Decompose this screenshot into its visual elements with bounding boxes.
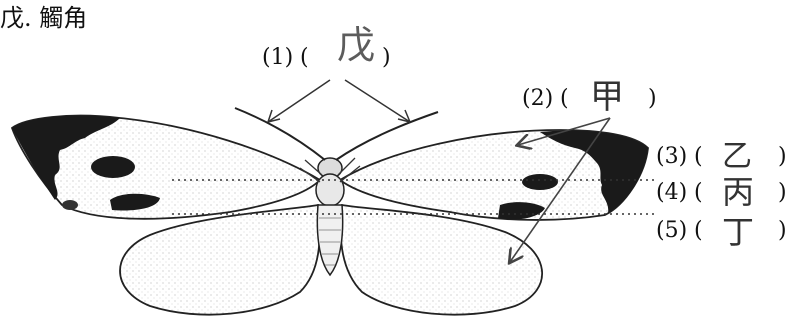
right-wing-tip-marking <box>540 130 648 213</box>
right-antenna <box>335 111 439 161</box>
label-5-number: (5) <box>656 218 687 243</box>
left-fore-wing <box>10 114 322 220</box>
left-antenna <box>234 107 326 161</box>
right-wing-spot-upper <box>522 174 558 190</box>
label-4-answer[interactable]: 丙 <box>722 173 754 211</box>
label-1-pointer <box>267 79 411 123</box>
label-1-arrowheads <box>267 109 411 123</box>
label-4-open-bracket: ( <box>694 180 703 205</box>
label-5-open-bracket: ( <box>694 218 703 243</box>
label-2-arrow-upper <box>518 117 611 145</box>
label-1-open-bracket: ( <box>300 45 309 70</box>
label-3: (3) ( 乙 ) <box>656 139 787 174</box>
label-3-number: (3) <box>656 144 687 169</box>
label-5-answer[interactable]: 丁 <box>722 213 754 251</box>
right-wing-spot-lower <box>498 202 545 220</box>
label-1-close-bracket: ) <box>382 45 391 70</box>
left-wing-spot-upper <box>91 156 135 178</box>
abdomen <box>316 204 344 277</box>
label-3-open-bracket: ( <box>694 144 703 169</box>
label-5-close-bracket: ) <box>778 218 787 243</box>
label-1-answer[interactable]: 戊 <box>337 23 375 67</box>
label-2-answer[interactable]: 甲 <box>590 77 624 117</box>
thorax <box>315 173 345 207</box>
label-2-open-bracket: ( <box>560 86 569 111</box>
left-hind-wing <box>119 203 321 316</box>
label-1-number: (1) <box>262 45 293 70</box>
left-wing-tip-marking <box>12 115 120 200</box>
label-4-number: (4) <box>656 180 687 205</box>
header-text: 戊. 觸角 <box>0 4 87 32</box>
left-wing-spot-small <box>62 200 78 210</box>
label-4-close-bracket: ) <box>778 180 787 205</box>
label-2-close-bracket: ) <box>648 86 657 111</box>
label-3-answer[interactable]: 乙 <box>722 139 752 174</box>
label-2-arrow-lower <box>510 117 611 262</box>
label-3-close-bracket: ) <box>778 144 787 169</box>
label-2-number: (2) <box>522 86 553 111</box>
abdomen-segments <box>319 217 341 266</box>
label-2: (2) ( 甲 ) <box>522 77 657 117</box>
right-hind-wing <box>339 203 543 316</box>
label-1: (1) ( 戊 ) <box>262 23 391 70</box>
label-5: (5) ( 丁 ) <box>656 213 787 251</box>
left-wing-spot-lower <box>110 193 160 211</box>
legs <box>299 157 361 183</box>
label-4: (4) ( 丙 ) <box>656 173 787 211</box>
